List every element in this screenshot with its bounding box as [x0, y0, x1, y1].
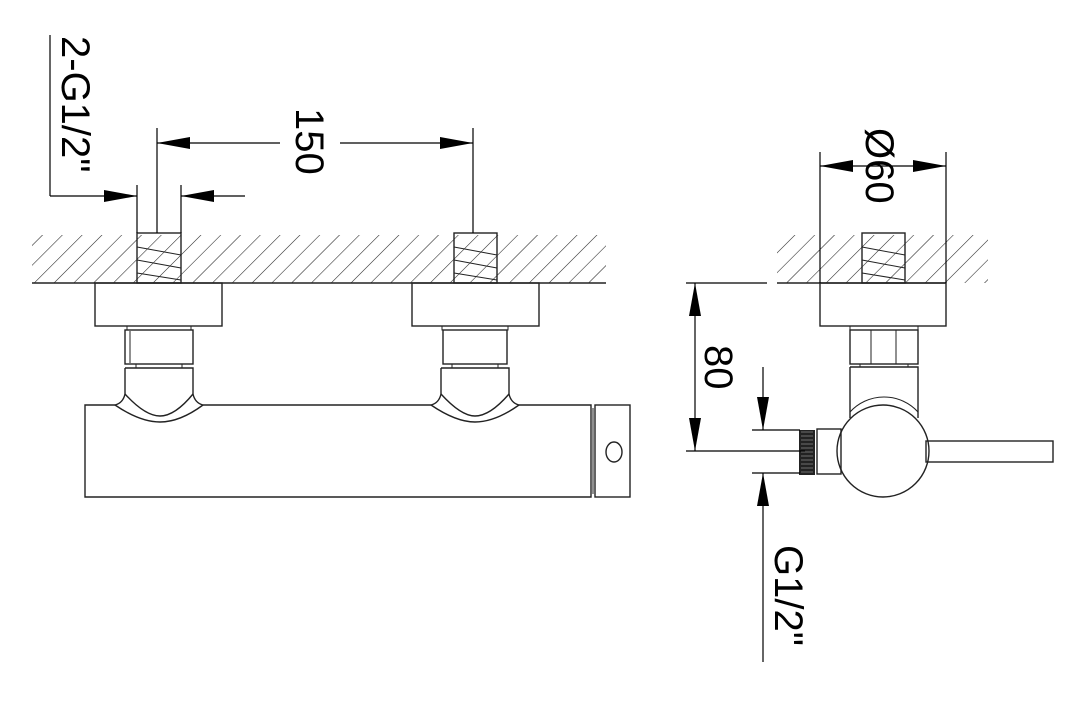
- hex-nut-side: [849, 325, 919, 368]
- dimension-label-inlet-thread: 2-G1/2": [53, 36, 97, 172]
- dimension-label-diameter: Ø60: [857, 128, 901, 204]
- handle-lever: [925, 440, 1054, 463]
- nut-right: [441, 325, 509, 369]
- flange-left: [94, 282, 223, 327]
- flange-right: [411, 282, 540, 327]
- dimension-80: 80: [686, 282, 805, 452]
- handle-knob: [836, 404, 930, 498]
- front-view: 150 2-G1/2": [32, 35, 631, 498]
- wall-hatch: [32, 235, 606, 284]
- mixer-body: [84, 404, 592, 498]
- neck-right: [430, 367, 520, 423]
- temperature-hole: [605, 441, 623, 463]
- dimension-inlet-thread: 2-G1/2": [49, 35, 245, 233]
- side-view: Ø60 80 G1/2": [686, 128, 1054, 662]
- wall-hatch-side: [777, 235, 988, 284]
- neck-left: [114, 367, 204, 423]
- dimension-label-150: 150: [287, 108, 331, 175]
- end-cap: [594, 404, 631, 498]
- neck-side: [849, 366, 919, 418]
- dimension-150: 150: [156, 108, 474, 233]
- flange-side: [819, 282, 947, 327]
- dimension-diameter-60: Ø60: [819, 128, 947, 283]
- outlet-connector: [799, 428, 842, 475]
- dimension-label-outlet-thread: G1/2": [766, 545, 810, 646]
- dimension-label-80: 80: [696, 345, 740, 390]
- nut-left: [124, 325, 194, 369]
- dimension-outlet-thread: G1/2": [752, 367, 810, 662]
